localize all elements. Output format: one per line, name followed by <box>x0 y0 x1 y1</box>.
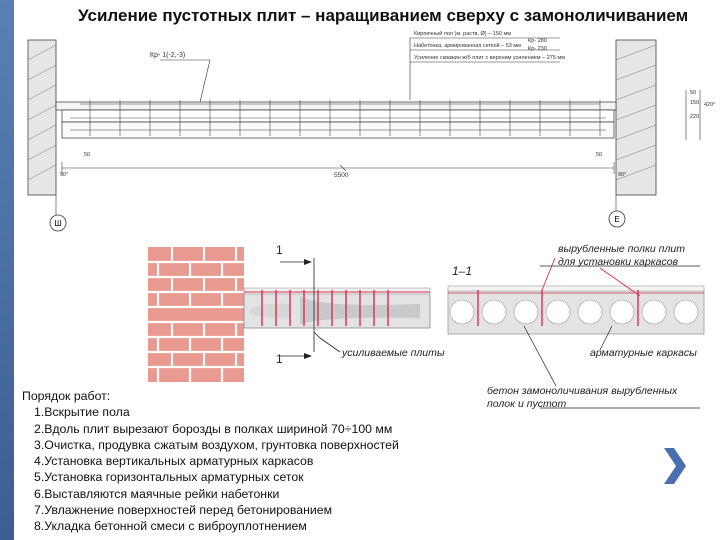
left-accent-bar <box>0 0 14 540</box>
note-2: Набетонка, армированная сеткой – 53 мм <box>414 43 521 49</box>
axis-left-label: Ш <box>54 219 61 228</box>
step-item: 1.Вскрытие пола <box>34 405 130 420</box>
label-frames: арматурные каркасы <box>590 347 697 359</box>
step-item: 7.Увлажнение поверхностей перед бетониро… <box>34 503 333 518</box>
label-cut-shelves-2: для установки каркасов <box>558 256 679 268</box>
note-mark-2: Кр- 230 <box>528 46 547 52</box>
step-item: 6.Выставляются маячные рейки набетонки <box>34 486 280 501</box>
dim-side-2: 150 <box>690 100 700 106</box>
note-3: Усиление скважин ж/б плит с верхним усил… <box>414 55 565 61</box>
step-item: 5.Установка горизонтальных арматурных се… <box>34 470 304 485</box>
dim-50-right: 50 <box>596 152 603 158</box>
brick-wall <box>148 247 244 382</box>
note-mark-1: Кр- 280 <box>528 38 547 44</box>
steps-heading: Порядок работ: <box>22 389 111 403</box>
step-item: 4.Установка вертикальных арматурных карк… <box>34 454 314 469</box>
section-mark-top: 1 <box>276 243 283 257</box>
section-mark-bottom: 1 <box>276 352 283 366</box>
dim-side-3: 220 <box>690 114 700 120</box>
axis-right-label: Е <box>614 215 619 224</box>
dim-span: 5500 <box>334 172 349 179</box>
dim-left: 90° <box>60 172 69 178</box>
callout-left: Кр- 1(-2,-3) <box>150 52 186 59</box>
label-concrete-1: бетон замоноличивания вырубленных <box>487 385 678 397</box>
note-1: Кирпичный пол (м. раств. Ø) – 150 мм <box>414 31 512 37</box>
page-title: Усиление пустотных плит – наращиванием с… <box>78 6 689 25</box>
section-label: 1–1 <box>452 264 473 278</box>
step-item: 3.Очистка, продувка сжатым воздухом, гру… <box>34 437 399 452</box>
label-slabs: усиливаемые плиты <box>342 347 445 359</box>
label-concrete-2: полок и пустот <box>487 398 567 410</box>
step-item: 8.Укладка бетонной смеси с виброуплотнен… <box>34 519 307 534</box>
step-item: 2.Вдоль плит вырезают борозды в полках ш… <box>34 421 393 436</box>
label-cut-shelves-1: вырубленные полки плит <box>558 243 685 255</box>
dim-side-4: 420° <box>704 102 716 108</box>
dim-side-1: 50 <box>690 90 697 96</box>
dim-50-left: 50 <box>84 152 91 158</box>
axis-marker-right <box>608 210 626 228</box>
dim-right: 90° <box>618 172 627 178</box>
axis-marker-left <box>49 214 67 232</box>
chevron-right-icon[interactable] <box>660 446 688 486</box>
work-steps: Порядок работ: 1.Вскрытие пола 2.Вдоль п… <box>22 388 399 535</box>
